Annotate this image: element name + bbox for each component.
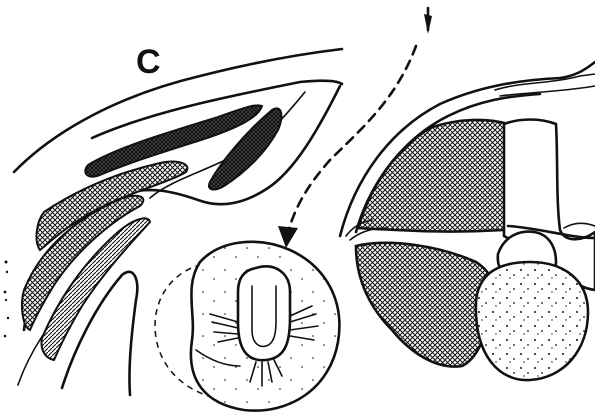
upper-hatched-region <box>358 120 511 232</box>
circular-section <box>155 242 339 411</box>
lower-hatched-region <box>356 243 495 367</box>
right-body <box>340 62 595 380</box>
panel-label: C <box>136 43 161 81</box>
top-arrow <box>424 8 432 34</box>
dotted-round-body <box>476 262 588 380</box>
margin-marks <box>4 261 10 338</box>
